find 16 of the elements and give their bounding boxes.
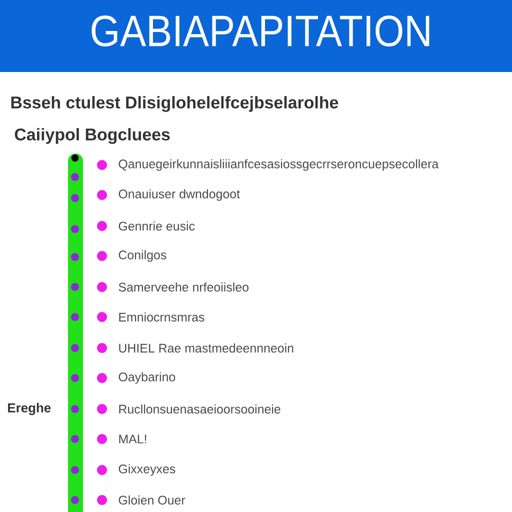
list-item-text: UHIEL Rae mastmedeennneoin [119, 343, 294, 353]
subtitle-text: Caiiypol Bogcluees [14, 128, 170, 144]
list-item-text: Gixxeyxes [118, 464, 176, 476]
subtitle-text: Bsseh ctulest Dlisiglohelelfcejbselarolhe [11, 96, 338, 112]
list-item-text: MAL! [119, 434, 146, 444]
list-item-text: Qanuegeirkunnaisliiianfcesasiossgecrrseroncuepsecollera [118, 159, 439, 171]
title-banner: GABIAPAPITATION [0, 0, 512, 72]
list-item-text: Conilgos [118, 250, 166, 262]
list-item-text: Gloien Ouer [118, 495, 186, 505]
list-item-text: Samerveehe nrfeoiisleo [118, 282, 248, 292]
side-label: Ereghe [8, 402, 51, 416]
list-item-text: Gennrie eusic [118, 221, 195, 231]
list-item-text: Rucllonsuenasaeioorsooineie [119, 404, 280, 414]
list-item-text: Oaybarino [118, 372, 176, 384]
list-item-text: Emniocrnsmras [119, 312, 204, 322]
list-item-text: Onauiuser dwndogoot [118, 189, 240, 201]
